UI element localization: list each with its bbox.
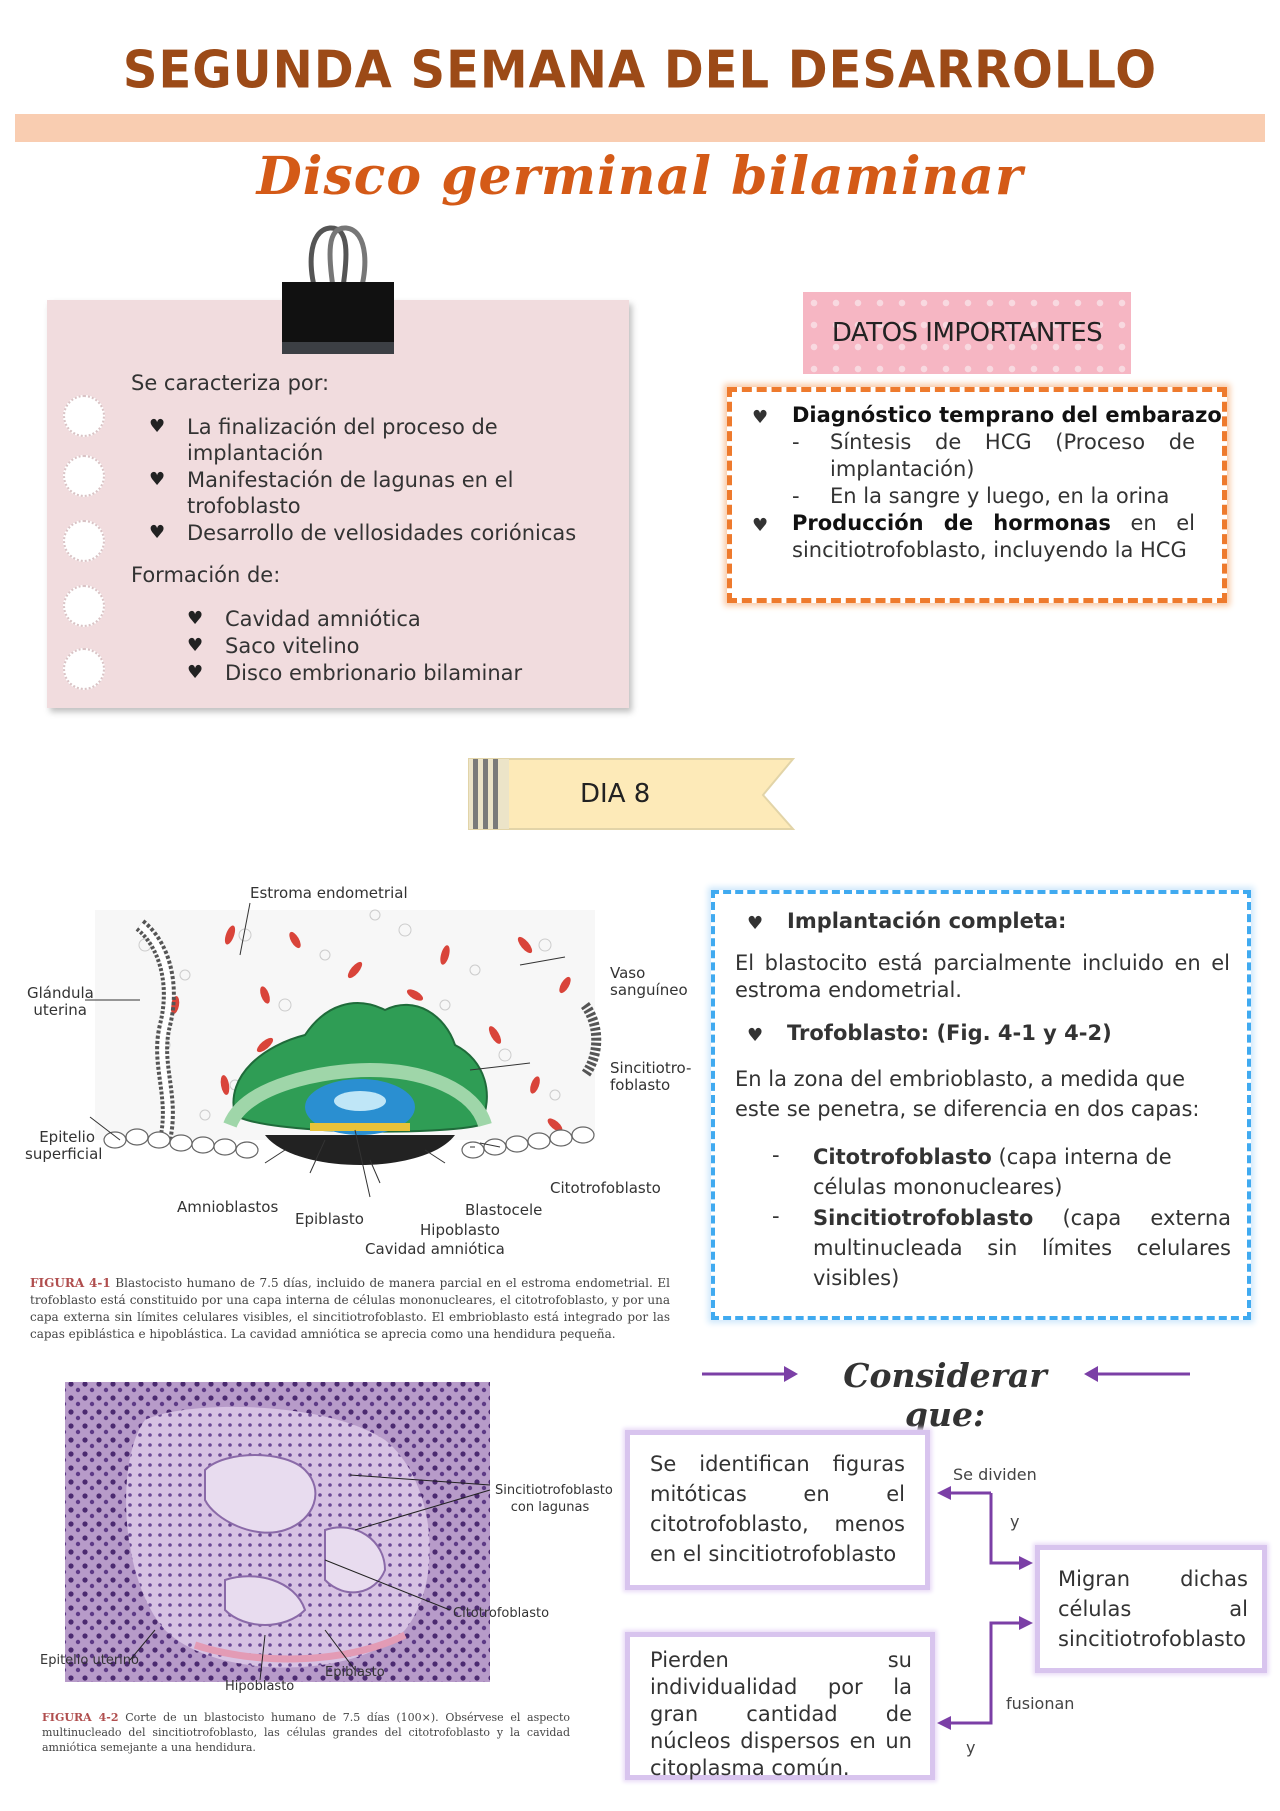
flow-arrow-fusionan-icon [937, 1616, 1033, 1730]
list-item: ♥Desarrollo de vellosidades coriónicas [149, 521, 577, 545]
label-cavidad: Cavidad amniótica [365, 1240, 505, 1258]
heart-icon: ♥ [187, 635, 204, 656]
datos-tag [803, 292, 1131, 374]
list-item: ♥Disco embrionario bilaminar [187, 661, 523, 685]
label-glandula: Glándula uterina [27, 984, 94, 1019]
figure-4-1: Estroma endometrial Glándula uterina Vas… [25, 884, 692, 1265]
heart-icon: ♥ [187, 662, 204, 683]
impl-text1: El blastocito está parcialmente incluido… [735, 951, 1230, 1002]
characteristics-list: ♥La finalización del proceso de implanta… [149, 414, 587, 547]
binder-hole [63, 585, 105, 627]
dash: - [792, 484, 800, 508]
impl-title1: Implantación completa: [787, 909, 1067, 933]
heart-icon: ♥ [149, 522, 166, 543]
dash: - [792, 430, 800, 454]
list-item: ♥Manifestación de lagunas en el trofobla… [149, 468, 514, 518]
impl-layer2: Sincitiotrofoblasto (capa externa multin… [813, 1206, 1231, 1290]
considerar-title: Considerar que: [843, 1356, 1047, 1434]
label-citotrofo: Citotrofoblasto [550, 1179, 661, 1197]
label-epiblasto: Epiblasto [295, 1210, 364, 1228]
arrow-left-icon [1084, 1366, 1190, 1382]
dia-banner [468, 758, 796, 830]
arrow-right-icon [702, 1366, 798, 1382]
characteristics-intro: Se caracteriza por: [131, 371, 330, 395]
page-title: SEGUNDA SEMANA DEL DESARROLLO [122, 39, 1158, 101]
heart-icon: ♥ [187, 608, 204, 629]
datos-box: ♥ Diagnóstico temprano del embarazo - Sí… [727, 387, 1227, 603]
heart-icon: ♥ [149, 416, 166, 437]
binder-hole [63, 395, 105, 437]
dia-label: DIA 8 [580, 779, 651, 809]
label-citotrofo: Citotrofoblasto [453, 1606, 550, 1621]
considerar-box-mitosis: Se identifican figuras mitóticas en el c… [625, 1430, 930, 1590]
label-sincitio: Sincitiotro-foblasto [610, 1059, 692, 1094]
impl-text2: En la zona del embrioblasto, a medida qu… [735, 1067, 1200, 1121]
heart-icon: ♥ [747, 913, 764, 934]
datos-item1-title: Diagnóstico temprano del embarazo [792, 403, 1222, 427]
label-sincitio-lagunas: Sincitiotrofoblasto con lagunas [495, 1483, 613, 1515]
binder-hole [63, 648, 105, 690]
label-estroma: Estroma endometrial [250, 884, 408, 902]
impl-title2: Trofoblasto: (Fig. 4-1 y 4-2) [787, 1021, 1112, 1045]
characteristics-card: Se caracteriza por: ♥La finalización del… [47, 300, 629, 708]
datos-label: DATOS IMPORTANTES [831, 318, 1103, 348]
heart-icon: ♥ [752, 407, 769, 428]
page-subtitle: Disco germinal bilaminar [256, 146, 1024, 207]
blastocyst-diagram [85, 902, 602, 1198]
label-hipoblasto: Hipoblasto [420, 1221, 500, 1239]
dash: - [772, 1204, 780, 1228]
figure-4-2: Sincitiotrofoblasto con lagunas Citotrof… [25, 1380, 665, 1760]
heart-icon: ♥ [149, 469, 166, 490]
label-epiblasto: Epiblasto [325, 1665, 385, 1680]
figure-4-1-caption: FIGURA 4-1 Blastocisto humano de 7.5 día… [30, 1276, 670, 1341]
implantation-box: ♥ Implantación completa: El blastocito e… [711, 890, 1251, 1320]
label-dividen: Se dividen [953, 1465, 1037, 1484]
label-epitelio: Epitelio superficial [25, 1128, 103, 1163]
binder-hole [63, 455, 105, 497]
label-vaso: Vaso sanguíneo [610, 964, 688, 999]
flow-arrow-dividen-icon [937, 1486, 1033, 1570]
heart-icon: ♥ [747, 1025, 764, 1046]
label-y: y [1010, 1512, 1020, 1531]
label-blastocele: Blastocele [465, 1201, 543, 1219]
list-item: ♥Cavidad amniótica [187, 607, 421, 631]
binder-hole [63, 520, 105, 562]
dash: - [772, 1143, 780, 1167]
label-amnioblastos: Amnioblastos [177, 1198, 279, 1216]
binder-clip-icon [282, 225, 394, 354]
impl-layer1: Citotrofoblasto (capa interna de células… [813, 1145, 1172, 1199]
list-item: ♥La finalización del proceso de implanta… [149, 415, 498, 465]
formation-list: ♥Cavidad amniótica ♥Saco vitelino ♥Disco… [187, 606, 605, 687]
label-y: y [966, 1738, 976, 1757]
datos-item2: Producción de hormonas en el sincitiotro… [792, 511, 1195, 562]
figure-4-2-caption: FIGURA 4-2 Corte de un blastocisto human… [42, 1711, 571, 1754]
header-band [15, 114, 1265, 142]
heart-icon: ♥ [752, 515, 769, 536]
list-item: ♥Saco vitelino [187, 634, 360, 658]
label-epitelio-uterino: Epitelio uterino [40, 1653, 139, 1668]
considerar-box-pierden: Pierden su individualidad por la gran ca… [625, 1632, 935, 1780]
label-hipoblasto: Hipoblasto [225, 1679, 295, 1694]
datos-item1-sub1: Síntesis de HCG (Proceso de implantación… [830, 430, 1195, 481]
considerar-box-migran: Migran dichas células al sincitiotrofobl… [1035, 1545, 1267, 1673]
datos-item1-sub2: En la sangre y luego, en la orina [830, 484, 1170, 508]
label-fusionan: fusionan [1006, 1694, 1075, 1713]
formation-label: Formación de: [131, 563, 281, 587]
histology-micrograph [65, 1382, 491, 1682]
